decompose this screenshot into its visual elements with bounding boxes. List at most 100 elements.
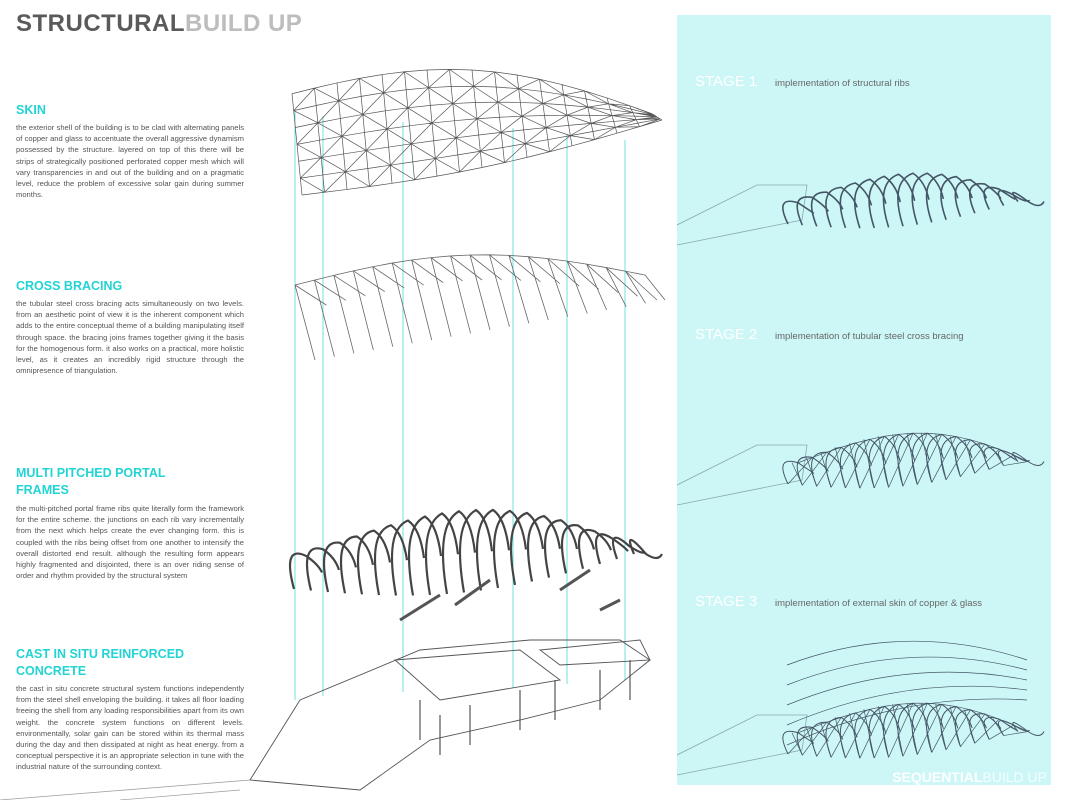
stage-drawing bbox=[677, 640, 1045, 776]
section-heading: CROSS BRACING bbox=[16, 279, 123, 293]
portal-frames-layer-rib bbox=[322, 541, 358, 593]
stage-structure-rib bbox=[825, 446, 858, 488]
section-heading: MULTI PITCHED PORTAL FRAMES bbox=[16, 466, 166, 497]
section-body: the tubular steel cross bracing acts sim… bbox=[16, 299, 244, 376]
stage-drawing bbox=[677, 432, 1045, 506]
stage-structure-rib bbox=[825, 716, 858, 758]
portal-frames-layer-rib bbox=[594, 533, 629, 565]
ground-slab bbox=[249, 639, 651, 791]
portal-frames-layer-rib bbox=[492, 509, 528, 589]
stage-structure bbox=[782, 432, 1045, 489]
stage-structure-rib bbox=[954, 709, 987, 747]
portal-frames-layer-rib bbox=[458, 508, 494, 593]
stage-structure-rib bbox=[983, 186, 1016, 210]
section-body: the cast in situ concrete structural sys… bbox=[16, 684, 244, 772]
skin-panels bbox=[786, 640, 1028, 746]
approach-ramp bbox=[677, 184, 808, 246]
stage-structure-rib bbox=[1012, 722, 1045, 736]
section-concrete: CAST IN SITU REINFORCED CONCRETE the cas… bbox=[16, 646, 244, 773]
stage-structure-rib bbox=[940, 175, 973, 221]
stage-structure-rib bbox=[854, 438, 887, 489]
stage-2-label: STAGE 2 bbox=[695, 326, 758, 343]
concrete-layer bbox=[0, 568, 651, 800]
stair-element bbox=[399, 568, 621, 622]
skin-mesh bbox=[291, 69, 663, 196]
stage-structure-rib bbox=[968, 182, 1002, 214]
stage-structure-brace bbox=[945, 436, 971, 480]
stage-structure bbox=[782, 172, 1045, 229]
portal-frames-layer-rib bbox=[577, 528, 613, 570]
stage-1-label: STAGE 1 bbox=[695, 73, 758, 90]
stage-structure-rib bbox=[925, 173, 959, 223]
portal-frames-layer-rib bbox=[509, 511, 545, 586]
section-body: the exterior shell of the building is to… bbox=[16, 123, 244, 200]
stage-drawings bbox=[677, 172, 1045, 776]
stage-structure-rib bbox=[911, 432, 944, 485]
bracing-tubes bbox=[294, 254, 666, 361]
approach-ramp bbox=[0, 779, 251, 800]
portal-frames-layer-rib bbox=[407, 515, 443, 596]
panel-footer-title: SEQUENTIALBUILD UP bbox=[892, 769, 1047, 785]
stage-structure-brace bbox=[960, 709, 986, 747]
section-body: the multi-pitched portal frame ribs quit… bbox=[16, 504, 244, 581]
approach-ramp bbox=[677, 444, 808, 506]
page-title: STRUCTURALBUILD UP bbox=[16, 10, 303, 37]
stage-structure-brace bbox=[945, 706, 971, 750]
stage-structure-rib bbox=[1012, 452, 1045, 466]
stage-1-desc: implementation of structural ribs bbox=[775, 78, 910, 89]
stage-structure-brace bbox=[1003, 454, 1029, 466]
stage-structure-rib bbox=[940, 436, 973, 480]
stage-structure-rib bbox=[883, 433, 916, 488]
portal-frames-layer-rib bbox=[339, 535, 375, 594]
portal-frames-layer-rib bbox=[611, 536, 646, 560]
portal-frames-layer-rib bbox=[560, 524, 596, 574]
stage-structure-rib bbox=[911, 172, 945, 225]
skin-layer bbox=[291, 69, 663, 196]
stage-structure-brace bbox=[989, 448, 1014, 470]
upper-slab bbox=[393, 649, 562, 701]
stage-structure-rib bbox=[883, 703, 916, 758]
portal-frames-layer-rib bbox=[543, 519, 579, 578]
cross-bracing-layer bbox=[294, 254, 666, 361]
stage-structure-brace bbox=[1003, 724, 1029, 736]
portal-frames-layer-rib bbox=[390, 519, 426, 596]
portal-frames-layer-rib bbox=[628, 538, 663, 560]
portal-frames-layer-rib bbox=[305, 547, 341, 591]
portal-frames-layer bbox=[288, 508, 663, 596]
sequential-panel: STAGE 1 implementation of structural rib… bbox=[677, 15, 1051, 785]
stage-structure-rib bbox=[954, 178, 988, 217]
stage-structure-rib bbox=[868, 435, 901, 489]
stage-structure-brace bbox=[989, 718, 1014, 740]
stage-3-desc: implementation of external skin of coppe… bbox=[775, 598, 982, 609]
section-heading: SKIN bbox=[16, 103, 46, 117]
portal-frames-layer-rib bbox=[288, 552, 323, 590]
section-heading: CAST IN SITU REINFORCED CONCRETE bbox=[16, 647, 185, 678]
stage-structure-rib bbox=[954, 439, 987, 477]
stage-structure-rib bbox=[940, 706, 973, 750]
stage-structure-rib bbox=[897, 172, 930, 227]
stage-structure-rib bbox=[796, 196, 830, 226]
mezzanine-slab bbox=[538, 639, 651, 666]
stage-structure-rib bbox=[882, 173, 916, 228]
approach-ramp bbox=[677, 714, 808, 776]
stage-drawing bbox=[677, 172, 1045, 246]
stage-structure-rib bbox=[868, 175, 902, 229]
stage-structure-rib bbox=[897, 432, 930, 487]
stage-2-desc: implementation of tubular steel cross br… bbox=[775, 331, 964, 342]
stage-structure-rib bbox=[1012, 191, 1045, 207]
stage-structure-rib bbox=[868, 705, 901, 759]
section-skin: SKIN the exterior shell of the building … bbox=[16, 102, 244, 200]
stage-structure-rib bbox=[853, 178, 887, 229]
portal-frames-layer-rib bbox=[373, 524, 409, 596]
stage-structure-rib bbox=[897, 702, 930, 757]
portal-frames-layer-rib bbox=[526, 514, 562, 582]
section-portal-frames: MULTI PITCHED PORTAL FRAMES the multi-pi… bbox=[16, 465, 244, 581]
portal-frames-layer-rib bbox=[441, 509, 477, 595]
stage-structure-rib bbox=[911, 702, 944, 755]
stage-structure bbox=[782, 702, 1045, 759]
stage-3-label: STAGE 3 bbox=[695, 593, 758, 610]
portal-frames-layer-rib bbox=[356, 529, 392, 595]
stage-structure-rib bbox=[854, 708, 887, 759]
section-cross-bracing: CROSS BRACING the tubular steel cross br… bbox=[16, 278, 244, 376]
portal-frames-layer-rib bbox=[424, 512, 460, 596]
